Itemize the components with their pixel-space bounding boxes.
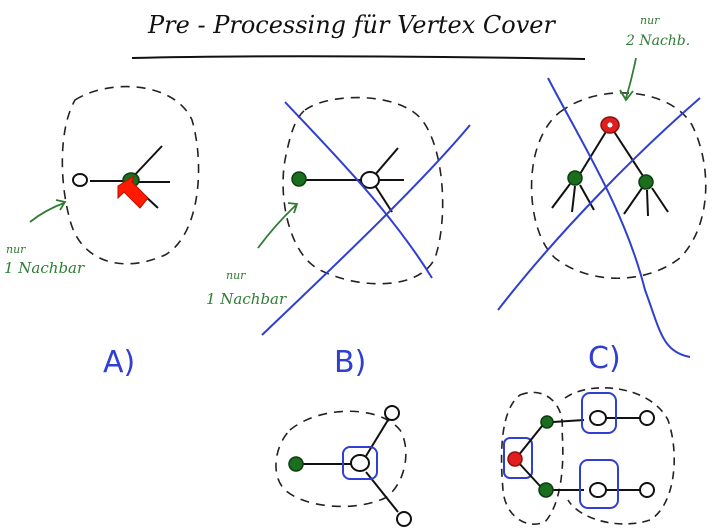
annotation-b-line1: nur <box>226 269 246 282</box>
annotation-b-line2: 1 Nachbar <box>206 290 287 308</box>
annotation-arrowhead <box>55 199 67 211</box>
removed-vertex <box>507 451 523 467</box>
annotation-arrow <box>29 202 65 223</box>
case-b-dashed-region <box>282 96 444 285</box>
case-label-c: C) <box>588 341 621 376</box>
edge <box>612 129 644 177</box>
annotation-arrow <box>257 204 297 249</box>
leaf-vertex <box>384 405 400 421</box>
annotation-a-line1: nur <box>6 243 26 256</box>
neighbor-vertex <box>638 174 654 190</box>
edge <box>365 419 389 457</box>
case-label-a: A) <box>103 345 135 380</box>
edge <box>579 184 595 211</box>
edge <box>623 187 643 215</box>
cross-out-line <box>261 124 471 336</box>
leaf-vertex <box>639 410 655 426</box>
cross-out-line <box>497 97 701 311</box>
leaf-vertex <box>72 173 88 187</box>
leaf-vertex <box>396 511 412 527</box>
removed-vertex <box>350 454 370 472</box>
cover-vertex <box>360 171 380 189</box>
cover-vertex <box>538 482 554 498</box>
annotation-arrowhead <box>619 89 634 102</box>
vertex-highlight <box>607 122 613 128</box>
edge <box>571 185 576 213</box>
edge <box>517 425 543 457</box>
case-a-dashed-region <box>61 85 200 265</box>
result-c-dashed-region <box>564 387 676 525</box>
leaf-vertex <box>291 171 307 187</box>
case-c-dashed-region <box>530 92 707 280</box>
page-title: Pre - Processing für Vertex Cover <box>147 11 556 39</box>
title-underline <box>131 55 586 60</box>
red-arrow-icon <box>117 174 149 209</box>
selected-box <box>581 392 617 434</box>
cover-vertex <box>288 456 304 472</box>
edge <box>579 129 608 175</box>
edge <box>373 147 399 177</box>
edge <box>373 183 393 213</box>
cross-out-line <box>284 101 433 279</box>
edge <box>651 187 669 213</box>
annotation-arrowhead <box>287 202 299 214</box>
selected-box <box>579 459 619 509</box>
neighbor-vertex <box>589 482 607 498</box>
case-b: nur 1 Nachbar B) <box>206 96 471 380</box>
annotation-arrow <box>625 57 637 99</box>
case-a: nur 1 Nachbar A) <box>4 85 200 380</box>
edge <box>646 189 649 217</box>
annotation-a-line2: 1 Nachbar <box>4 259 85 277</box>
selected-box <box>503 437 533 479</box>
case-label-b: B) <box>334 345 366 380</box>
cross-out-line <box>547 77 691 358</box>
leaf-vertex <box>639 482 655 498</box>
result-c <box>500 387 676 525</box>
result-c-dashed-region <box>500 391 564 525</box>
neighbor-vertex <box>567 170 583 186</box>
annotation-c-line2: 2 Nachb. <box>625 33 690 49</box>
result-b <box>275 405 412 527</box>
annotation-c-line1: nur <box>640 14 660 27</box>
cover-vertex <box>540 415 554 429</box>
selected-box <box>342 446 378 480</box>
result-b-dashed-region <box>275 410 407 508</box>
edge <box>517 461 541 487</box>
edge <box>551 183 571 209</box>
edge <box>552 419 585 423</box>
neighbor-vertex <box>589 410 607 426</box>
case-c: nur 2 Nachb. C) <box>497 14 707 376</box>
